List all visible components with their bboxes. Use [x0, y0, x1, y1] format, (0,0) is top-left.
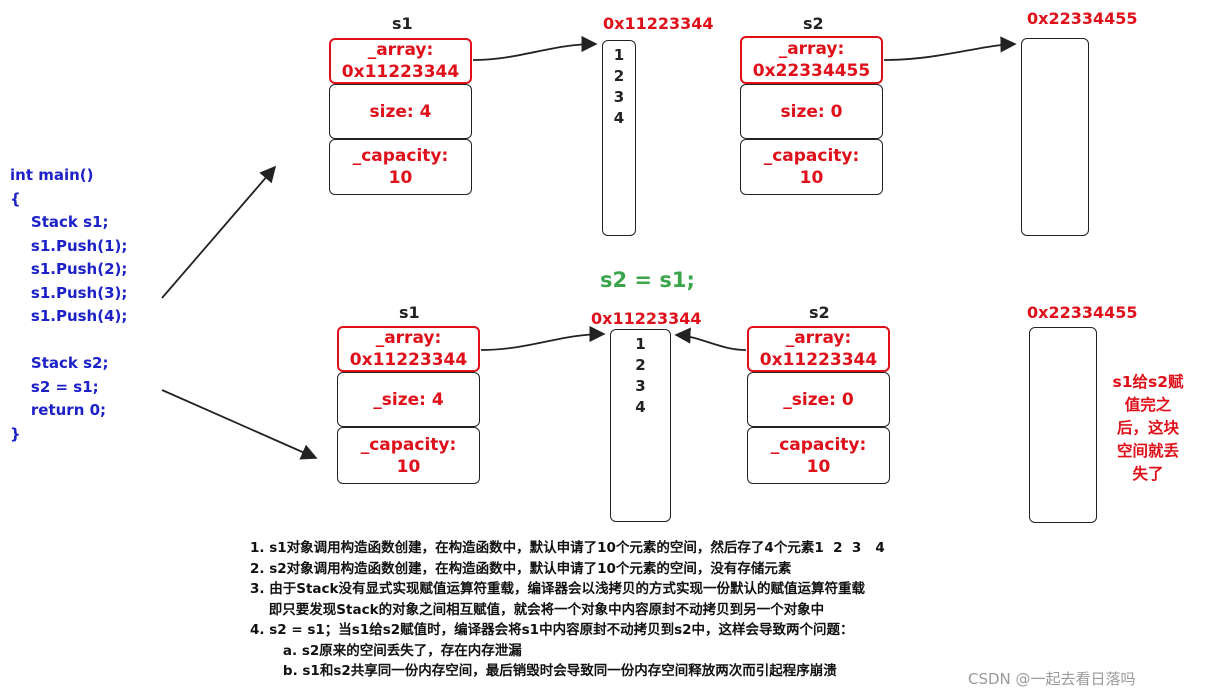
note-line: b. s1和s2共享同一份内存空间，最后销毁时会导致同一份内存空间释放两次而引起… [250, 663, 837, 679]
top-s2-size-field: size: 0 [740, 84, 883, 139]
bottom-s1-array-pointer [480, 325, 606, 351]
bottom-s1-array-field: _array: 0x11223344 [337, 326, 480, 372]
note-line: 1. s1对象调用构造函数创建，在构造函数中，默认申请了10个元素的空间，然后存… [250, 540, 885, 556]
bottom-s2-array-field: _array: 0x11223344 [747, 326, 890, 372]
top-s1-array-pointer [472, 35, 598, 61]
block-value: 4 [635, 398, 646, 416]
code-to-top-arrow [161, 165, 277, 299]
assignment-title: s2 = s1; [600, 268, 695, 292]
bottom-shared-memory-block: 1 2 3 4 [610, 329, 671, 522]
bottom-s2-size-field: _size: 0 [747, 372, 890, 427]
note-line: 即只要发现Stack的对象之间相互赋值，就会将一个对象中内容原封不动拷贝到另一个… [250, 601, 825, 618]
top-s2-memory-block [1021, 38, 1089, 236]
explanation-notes: 1. s1对象调用构造函数创建，在构造函数中，默认申请了10个元素的空间，然后存… [250, 538, 885, 682]
note-line: 4. s2 = s1；当s1给s2赋值时，编译器会将s1中内容原封不动拷贝到s2… [250, 622, 854, 638]
bottom-s2-label: s2 [809, 303, 830, 322]
bottom-shared-block-address: 0x11223344 [591, 309, 702, 328]
top-s1-capacity-field: _capacity: 10 [329, 139, 472, 195]
note-line: 2. s2对象调用构造函数创建，在构造函数中，默认申请了10个元素的空间，没有存… [250, 560, 792, 577]
code-line: { [10, 189, 21, 208]
watermark: CSDN @一起去看日落吗 [968, 670, 1136, 688]
top-s2-label: s2 [803, 14, 824, 33]
block-value: 3 [635, 377, 646, 395]
block-value: 1 [635, 335, 646, 353]
code-line: int main() [10, 166, 94, 184]
code-listing: int main() { Stack s1; s1.Push(1); s1.Pu… [10, 164, 127, 446]
code-line: s1.Push(3); [10, 283, 128, 302]
top-s1-array-field: _array: 0x11223344 [329, 38, 472, 84]
block-value: 3 [613, 88, 625, 106]
block-value: 2 [613, 67, 625, 85]
code-line: s1.Push(2); [10, 260, 128, 278]
top-s1-label: s1 [392, 14, 413, 33]
top-s2-capacity-field: _capacity: 10 [740, 139, 883, 195]
block-value: 4 [613, 109, 625, 127]
top-s1-block-address: 0x11223344 [603, 14, 714, 33]
code-line: s2 = s1; [10, 377, 99, 396]
top-s1-memory-block: 1 2 3 4 [602, 40, 636, 236]
code-line: return 0; [10, 401, 107, 419]
top-s2-array-pointer [883, 36, 1017, 61]
bottom-s1-label: s1 [399, 303, 420, 322]
lost-space-note: s1给s2赋 值完之 后，这块 空间就丢 失了 [1112, 373, 1184, 483]
block-value: 2 [635, 356, 646, 374]
code-line: s1.Push(1); [10, 236, 128, 255]
bottom-lost-block-address: 0x22334455 [1027, 303, 1138, 322]
note-line: 3. 由于Stack没有显式实现赋值运算符重载，编译器会以浅拷贝的方式实现一份默… [250, 581, 865, 597]
code-line: Stack s1; [10, 213, 109, 231]
note-line: a. s2原来的空间丢失了，存在内存泄漏 [250, 642, 522, 659]
bottom-s2-array-pointer [674, 327, 747, 351]
bottom-s2-capacity-field: _capacity: 10 [747, 427, 890, 484]
block-value: 1 [613, 46, 625, 64]
bottom-lost-memory-block [1029, 327, 1097, 523]
code-to-bottom-arrow [161, 389, 318, 460]
code-line: } [10, 424, 21, 443]
code-line: Stack s2; [10, 354, 109, 372]
top-s2-block-address: 0x22334455 [1027, 9, 1138, 28]
bottom-s1-capacity-field: _capacity: 10 [337, 427, 480, 484]
top-s2-array-field: _array: 0x22334455 [740, 36, 883, 84]
bottom-s1-size-field: _size: 4 [337, 372, 480, 427]
code-line: s1.Push(4); [10, 307, 128, 325]
top-s1-size-field: size: 4 [329, 84, 472, 139]
